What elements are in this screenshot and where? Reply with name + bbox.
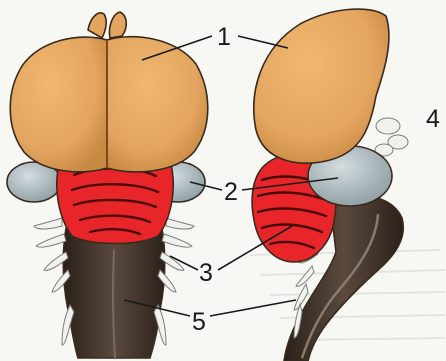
label-5: 5 [192,308,206,336]
dorsal-view [7,12,208,358]
dorsal-olfactory-bulb-left [88,13,106,38]
dorsal-hemisphere-left [10,37,107,172]
callout-line-5b [210,300,296,316]
label-1: 1 [217,23,231,51]
lateral-hemisphere [254,9,389,163]
label-4: 4 [426,105,440,133]
dorsal-olfactory-bulb-right [109,12,126,38]
lateral-pineal-bumps [375,118,408,156]
dorsal-hemisphere-right [107,37,208,172]
label-2: 2 [224,178,238,206]
lateral-view [252,9,408,361]
label-3: 3 [199,259,213,287]
